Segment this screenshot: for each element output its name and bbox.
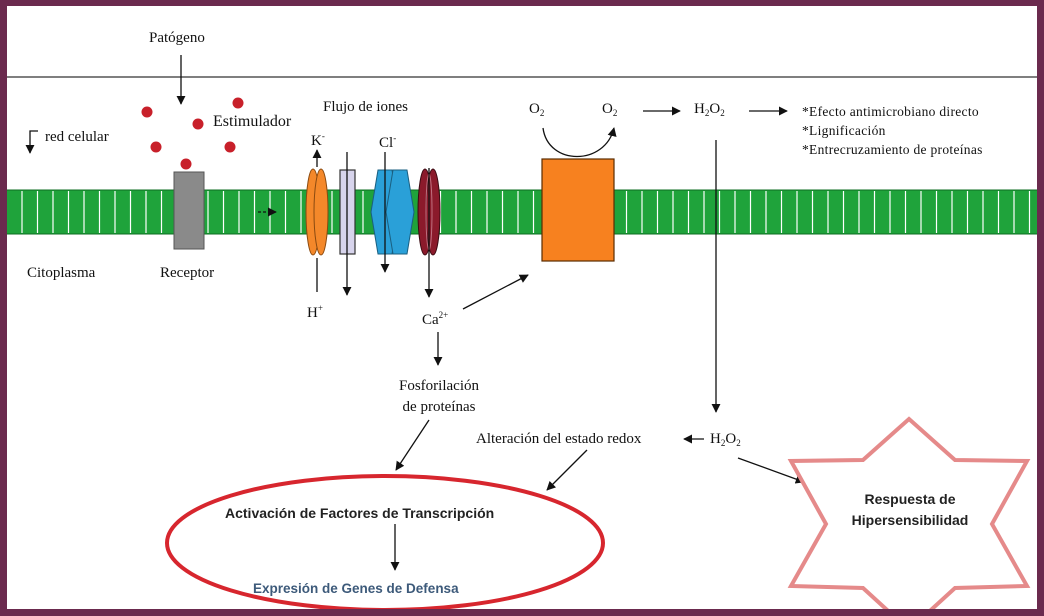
stimulator-particle — [224, 141, 236, 153]
diagram-graphics — [7, 55, 1037, 609]
cl-channel — [370, 152, 415, 273]
phosphorylation-line1: Fosforilación — [399, 378, 479, 394]
redox-label: Alteración del estado redox — [476, 431, 642, 447]
pathogen-label: Patógeno — [149, 30, 205, 46]
phosphorylation-label: Fosforilación de proteínas — [375, 376, 503, 418]
transcription-ellipse — [165, 474, 605, 609]
cell-wall-arrow — [25, 130, 38, 154]
defense-genes-label: Expresión de Genes de Defensa — [253, 581, 459, 596]
ca-to-oxidase-arrow — [462, 274, 529, 310]
h2o2-to-hypersensitivity-arrow — [737, 457, 805, 484]
o2-conversion-arc — [542, 127, 617, 158]
receptor — [173, 171, 205, 250]
ca-channel — [417, 168, 441, 298]
hypersensitivity-line2: Hipersensibilidad — [851, 512, 969, 528]
receptor-label: Receptor — [160, 265, 215, 281]
redox-to-transcription-arrow — [546, 449, 588, 491]
ion-flux-label: Flujo de iones — [323, 99, 408, 115]
anion-channel — [339, 152, 356, 296]
o2-label-left: O2 — [529, 101, 545, 118]
effects-list: *Efecto antimicrobiano directo *Lignific… — [802, 102, 983, 159]
stimulator-particle — [180, 158, 192, 170]
transcription-label: Activación de Factores de Transcripción — [225, 505, 495, 521]
oxidase-complex — [541, 158, 615, 262]
effect-item: *Lignificación — [802, 123, 886, 138]
stimulator-particles — [141, 97, 244, 170]
h2o2-label-top: H2O2 — [694, 101, 725, 118]
stimulator-particle — [150, 141, 162, 153]
k-h-channel — [305, 149, 329, 292]
effect-item: *Efecto antimicrobiano directo — [802, 104, 979, 119]
ca-ion-label: Ca2+ — [422, 310, 449, 328]
cell-membrane — [7, 189, 1037, 235]
cell-wall-text: red celular — [45, 129, 109, 145]
stimulator-particle — [192, 118, 204, 130]
stimulator-particle — [232, 97, 244, 109]
h-ion-label: H+ — [307, 303, 323, 321]
cytoplasm-label: Citoplasma — [27, 265, 96, 281]
hypersensitivity-label: Respuesta de Hipersensibilidad — [838, 489, 982, 531]
k-ion-label: K- — [311, 131, 325, 149]
stimulator-label: Estimulador — [213, 113, 292, 130]
phosphorylation-to-transcription-arrow — [395, 419, 430, 471]
effect-item: *Entrecruzamiento de proteínas — [802, 142, 983, 157]
stimulator-particle — [141, 106, 153, 118]
hypersensitivity-star — [787, 416, 1031, 609]
cl-ion-label: Cl- — [379, 133, 397, 151]
cell-wall-label: red celular — [45, 130, 109, 145]
phosphorylation-line2: de proteínas — [402, 399, 476, 415]
o2-label-right: O2 — [602, 101, 618, 118]
h2o2-label-low: H2O2 — [710, 431, 741, 448]
hypersensitivity-line1: Respuesta de — [864, 491, 956, 507]
